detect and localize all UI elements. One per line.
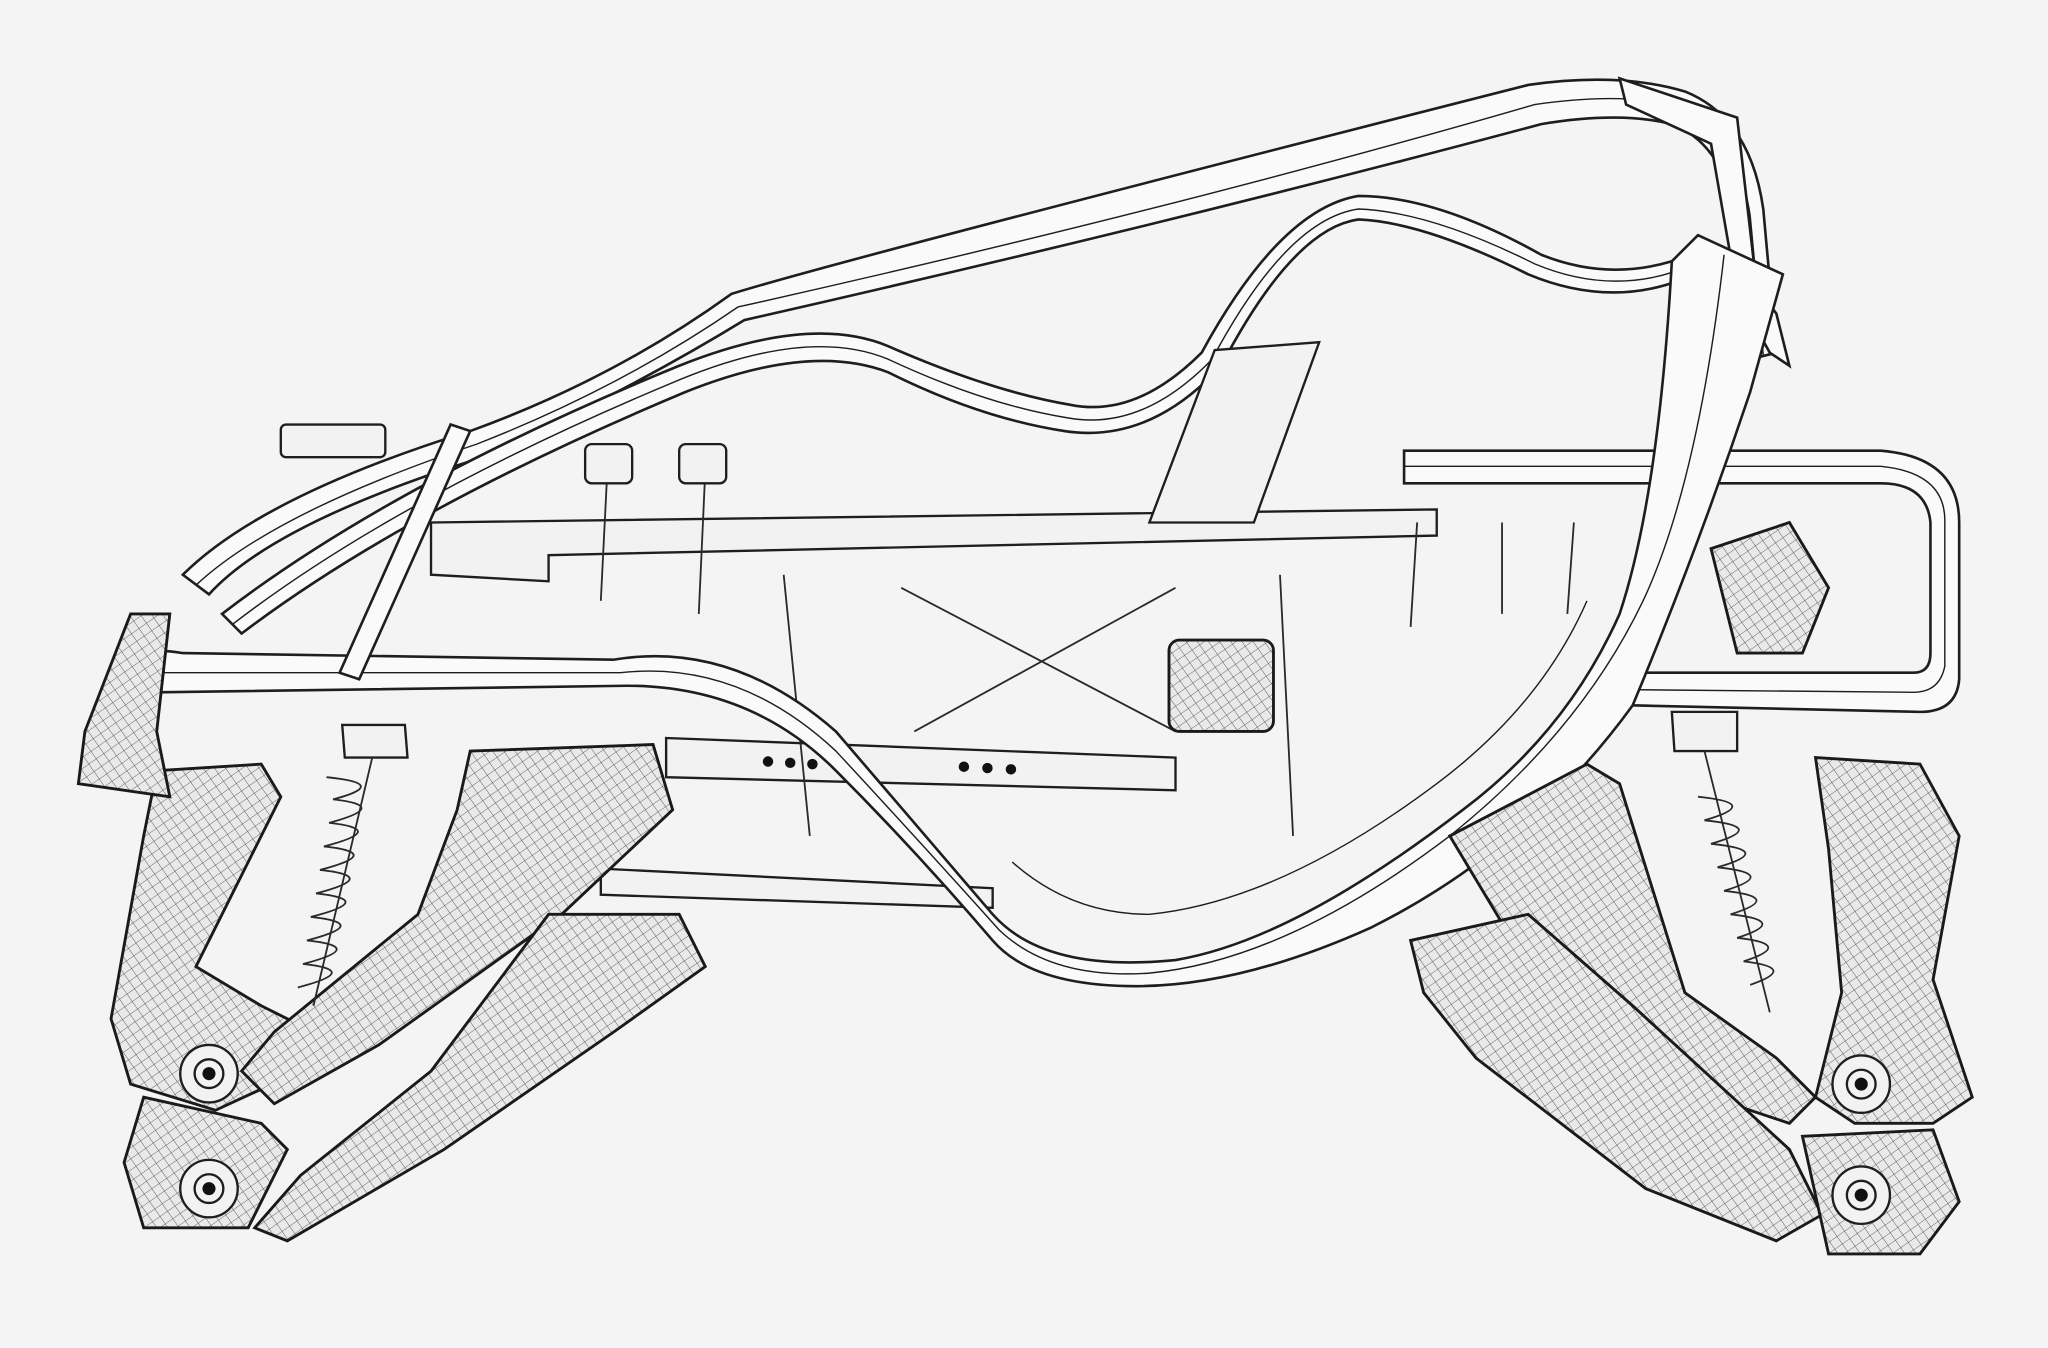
coil-spring-rear bbox=[1670, 710, 1775, 1013]
frame-rail-lower bbox=[599, 867, 994, 910]
shock-mount-brackets bbox=[279, 423, 728, 485]
hub-rear-lower bbox=[1831, 1165, 1892, 1226]
cage-gusset-plate bbox=[1147, 340, 1321, 524]
hub-rear-upper bbox=[1831, 1054, 1892, 1115]
floor-panel bbox=[1167, 638, 1275, 733]
shock-mount-links bbox=[599, 470, 1575, 628]
frame-crossmember bbox=[664, 736, 1177, 792]
frame-holes bbox=[762, 756, 1017, 775]
rear-suspension bbox=[1408, 520, 1974, 1256]
main-hoop bbox=[129, 233, 1785, 988]
front-suspension bbox=[76, 612, 708, 1243]
rear-arm-right-upper bbox=[1813, 756, 1974, 1125]
front-skid-plate bbox=[76, 612, 172, 799]
frame-x-brace bbox=[782, 574, 1294, 837]
rear-arm-lower bbox=[1408, 912, 1824, 1243]
coil-spring-front bbox=[297, 723, 409, 1006]
frame-rail-long bbox=[429, 508, 1438, 583]
roll-cage-inner bbox=[220, 194, 1681, 636]
rear-trailing-pad bbox=[1709, 520, 1831, 655]
wheel-hubs bbox=[179, 1043, 1892, 1226]
lower-frame bbox=[429, 508, 1438, 910]
rear-frame-loop bbox=[1402, 449, 1961, 714]
front-arm-lower bbox=[252, 912, 708, 1243]
hub-front-upper bbox=[179, 1043, 239, 1104]
hub-front-lower bbox=[179, 1158, 239, 1219]
front-diagonal-brace bbox=[337, 422, 472, 681]
front-arm-center-upper bbox=[239, 743, 675, 1106]
